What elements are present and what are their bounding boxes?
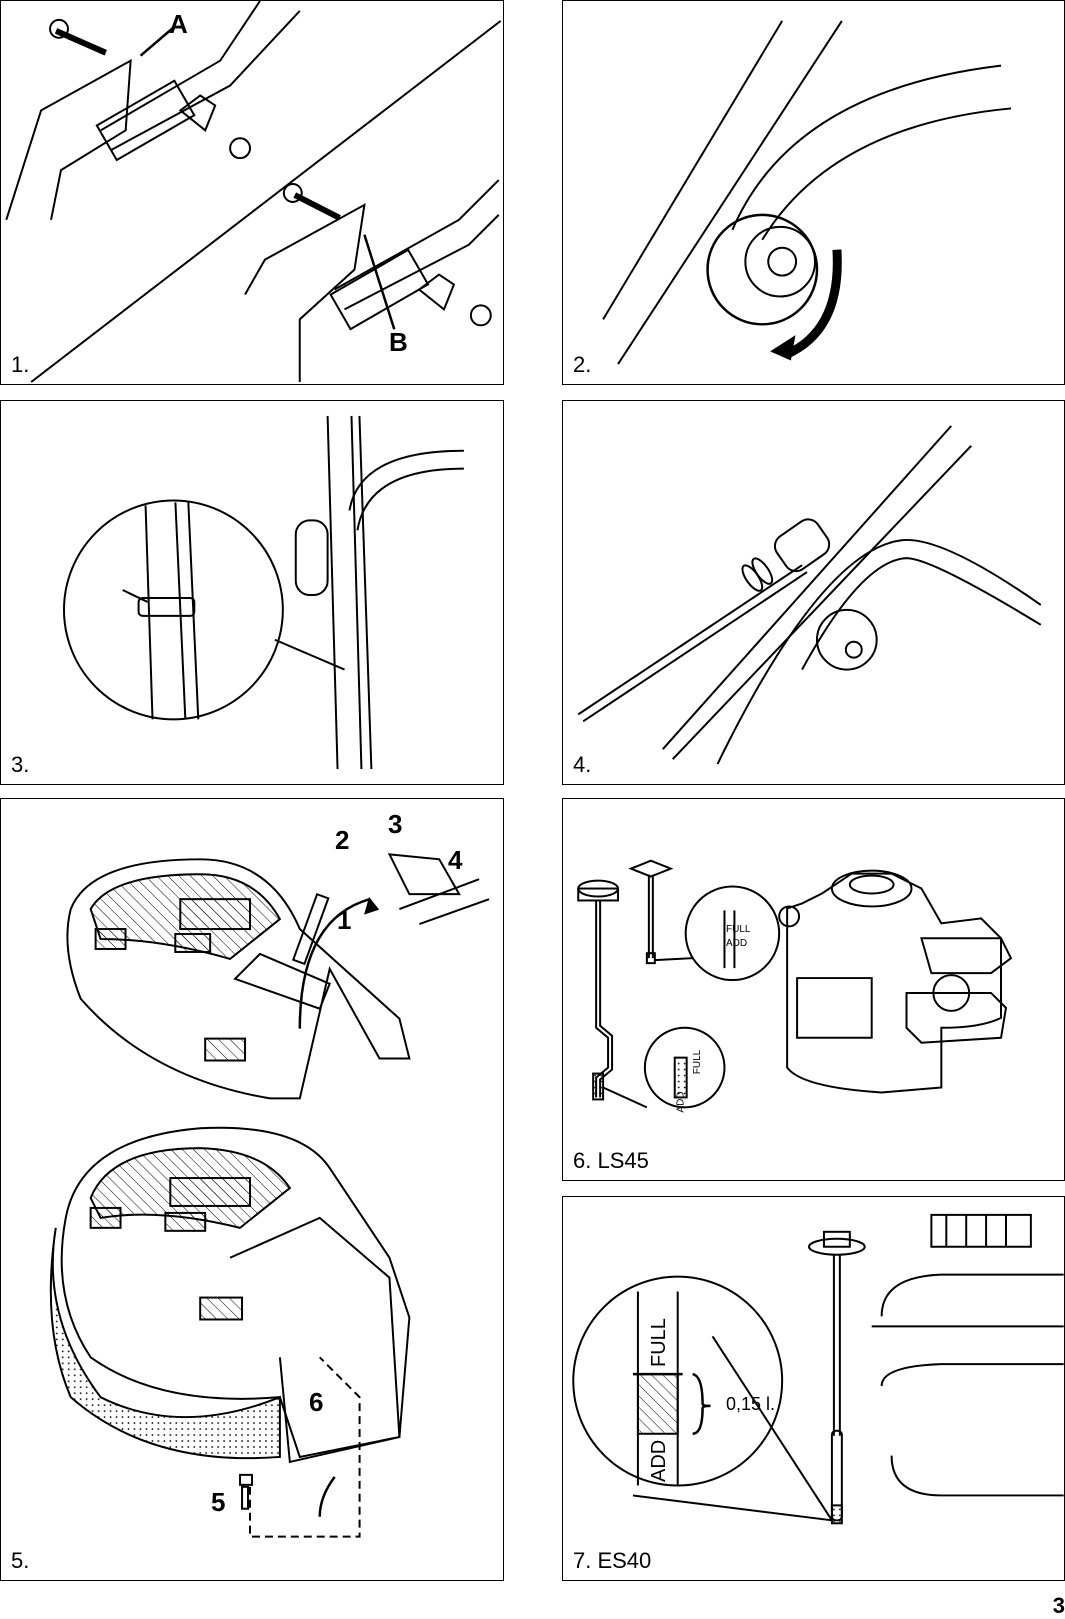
- label-add-vertical: ADD: [675, 1091, 687, 1113]
- label-full: FULL: [726, 924, 751, 935]
- figure-caption: 1.: [11, 352, 30, 377]
- callout-4: 4: [448, 845, 463, 875]
- label-add: ADD: [648, 1439, 670, 1482]
- handle-cable-illustration: [577, 425, 1042, 765]
- figure-caption: 6. LS45: [573, 1148, 649, 1173]
- callout-6: 6: [309, 1387, 324, 1417]
- callout-1: 1: [337, 905, 352, 935]
- figure-caption: 3.: [11, 752, 30, 777]
- figure-6-ls45-dipstick: FULL ADD FULL ADD 6. LS45: [562, 798, 1065, 1181]
- figure-caption: 4.: [573, 752, 592, 777]
- callout-5: 5: [211, 1487, 226, 1517]
- label-full: FULL: [648, 1318, 670, 1367]
- figure-caption: 2.: [573, 352, 592, 377]
- label-full-vertical: FULL: [692, 1049, 704, 1075]
- figure-5-grass-catcher: 1 2 3 4 5 6 5.: [0, 798, 504, 1581]
- figure-caption: 5.: [11, 1548, 30, 1573]
- handle-bolt-illustration: [5, 1, 502, 383]
- figure-4-cable-handle: 4.: [562, 400, 1065, 785]
- es40-engine-illustration: [572, 1213, 1064, 1525]
- ls45-engine-illustration: [577, 859, 1013, 1109]
- callout-3: 3: [388, 809, 403, 839]
- figure-7-es40-dipstick: FULL ADD 0,15 l. 7. ES40: [562, 1196, 1065, 1581]
- knob-illustration: [602, 20, 1012, 365]
- callout-a: A: [169, 9, 188, 39]
- label-add: ADD: [726, 938, 748, 949]
- grass-catcher-illustration: [49, 853, 490, 1538]
- oil-quantity-label: 0,15 l.: [726, 1394, 776, 1414]
- cable-clip-illustration: [62, 415, 464, 770]
- callout-2: 2: [335, 825, 350, 855]
- figure-3-cable-clip: 3.: [0, 400, 504, 785]
- figure-1-handle-bolts: A B 1.: [0, 0, 504, 385]
- page-number: 3: [1052, 1593, 1065, 1618]
- figure-caption: 7. ES40: [573, 1548, 652, 1573]
- figure-2-knob-tighten: 2.: [562, 0, 1065, 385]
- callout-b: B: [389, 327, 408, 357]
